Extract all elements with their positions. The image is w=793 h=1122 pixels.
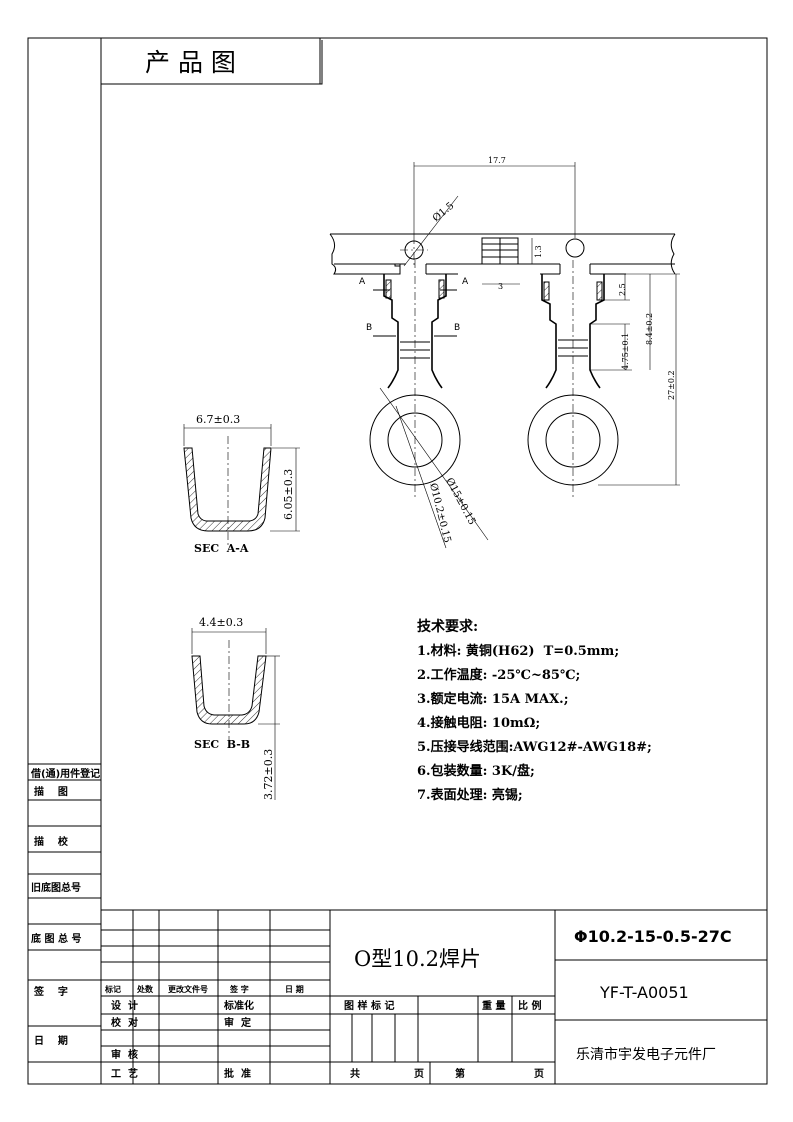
hdr-mark: 标记	[104, 984, 121, 994]
part-spec: Φ10.2-15-0.5-27C	[574, 927, 732, 946]
sidebar-item-base-no: 底 图 总 号	[31, 932, 81, 945]
label-sheet-page: 页	[534, 1068, 544, 1080]
requirement-3: 3.额定电流: 15A MAX.;	[417, 691, 569, 707]
requirement-2: 2.工作温度: -25℃~85℃;	[417, 667, 580, 683]
header-box-shadow	[101, 40, 323, 85]
sec-a-height: 6.05±0.3	[282, 469, 295, 520]
dim-8-4: 8.4±0.2	[645, 313, 654, 345]
label-scale: 比 例	[518, 999, 541, 1012]
label-total-page: 页	[414, 1068, 424, 1080]
dim-27: 27±0.2	[667, 370, 676, 400]
requirement-1: 1.材料: 黄铜(H62) T=0.5mm;	[417, 643, 619, 659]
requirements-heading: 技术要求:	[417, 618, 478, 635]
mark-b-right: B	[454, 323, 460, 333]
requirement-5: 5.压接导线范围:AWG12#-AWG18#;	[417, 739, 652, 755]
label-weight: 重 量	[482, 999, 505, 1012]
label-total: 共	[350, 1067, 360, 1080]
sidebar-item-sign: 签 字	[33, 985, 68, 998]
mark-a-right: A	[462, 277, 469, 287]
dim-3: 3	[498, 282, 503, 291]
part-drawing: 17.7 Ø1.5 1.3 3 A A B B Ø15±0.15 Ø10.2±0…	[329, 156, 680, 549]
part-name: O型10.2焊片	[354, 947, 481, 971]
title-block	[101, 909, 767, 1084]
label-approve: 批 准	[224, 1067, 251, 1080]
requirement-6: 6.包装数量: 3K/盘;	[417, 763, 535, 779]
company-name: 乐清市宇发电子元件厂	[576, 1046, 716, 1063]
mark-b-left: B	[366, 323, 372, 333]
sec-b-width: 4.4±0.3	[199, 616, 243, 629]
label-drawing-mark: 图 样 标 记	[344, 999, 394, 1012]
page-title: 产 品 图	[145, 48, 236, 77]
label-sheet: 第	[455, 1067, 465, 1080]
dim-4-75: 4.75±0.1	[621, 333, 630, 370]
hdr-sign: 签 字	[229, 984, 249, 994]
label-standard: 标准化	[223, 999, 254, 1012]
sidebar-item-check: 描 校	[34, 835, 69, 848]
drawing-number: YF-T-A0051	[599, 983, 689, 1002]
sidebar-item-date: 日 期	[34, 1034, 68, 1047]
dim-1-3: 1.3	[534, 245, 543, 258]
dim-2-5: 2.5	[618, 283, 627, 296]
sidebar-item-borrow: 借(通)用件登记	[30, 767, 100, 780]
sidebar	[28, 763, 101, 1063]
sec-b-label: SEC B-B	[194, 738, 250, 751]
dim-hole: Ø1.5	[431, 200, 457, 224]
section-b-view	[191, 628, 280, 800]
requirement-4: 4.接触电阻: 10mΩ;	[417, 715, 540, 731]
label-design: 设 计	[111, 999, 138, 1012]
sec-a-label: SEC A-A	[194, 542, 249, 555]
sec-b-height: 3.72±0.3	[262, 749, 275, 800]
sidebar-item-trace: 描 图	[34, 785, 68, 798]
label-review: 审 核	[111, 1048, 138, 1061]
hdr-change-doc: 更改文件号	[168, 984, 208, 994]
dim-ring-outer: Ø15±0.15	[443, 476, 477, 527]
dim-17-7: 17.7	[488, 156, 506, 165]
hdr-date: 日 期	[285, 984, 304, 994]
sec-a-width: 6.7±0.3	[196, 413, 240, 426]
outer-frame	[27, 37, 768, 1085]
requirement-7: 7.表面处理: 亮锡;	[417, 787, 523, 803]
sidebar-item-old-no: 旧底图总号	[31, 881, 81, 894]
section-a-view	[183, 424, 300, 545]
mark-a-left: A	[359, 277, 366, 287]
label-approve-review: 审 定	[224, 1016, 251, 1029]
label-process: 工 艺	[111, 1067, 138, 1080]
label-proof: 校 对	[111, 1016, 138, 1029]
hdr-count: 处数	[136, 984, 154, 994]
